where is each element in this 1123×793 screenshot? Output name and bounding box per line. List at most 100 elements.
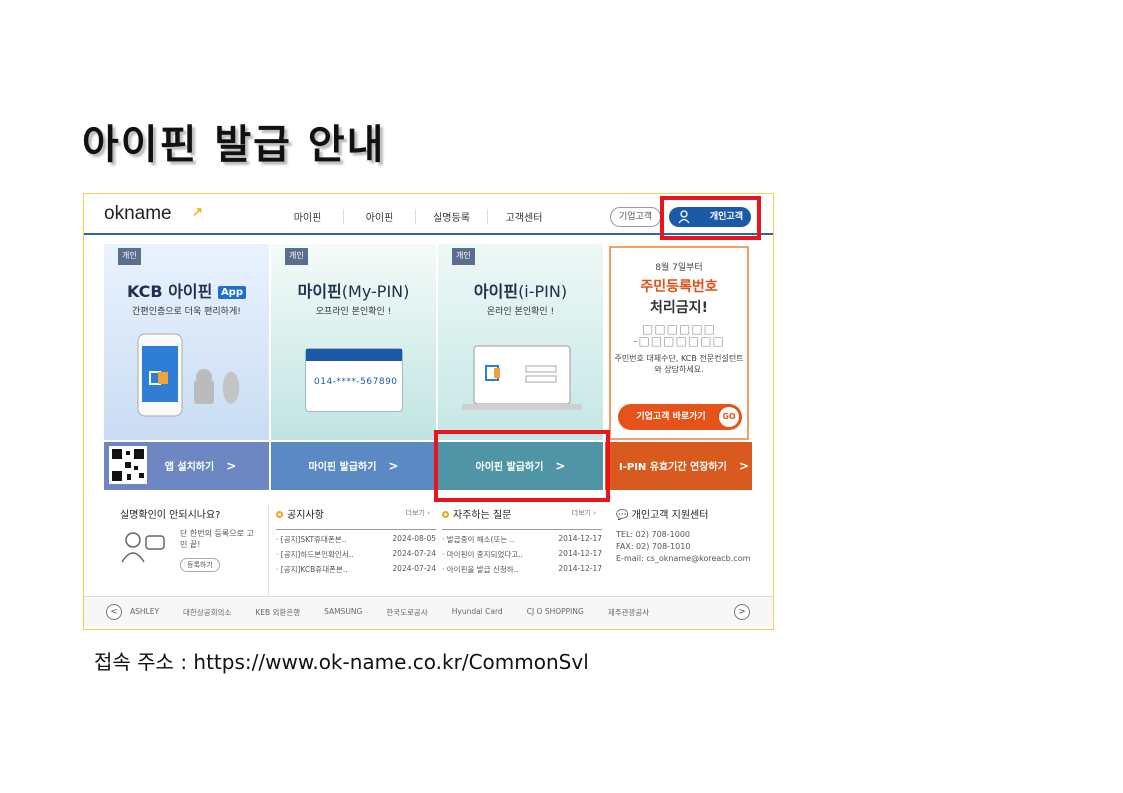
- panel-title-paren: (My-PIN): [341, 282, 410, 301]
- personal-button-label: 개인고객: [709, 212, 743, 222]
- list-item-text: · [공지]KCB휴대폰본..: [276, 565, 348, 574]
- ipin-extend-bar[interactable]: I-PIN 유효기간 연장하기>: [605, 442, 752, 490]
- list-item[interactable]: · 아이핀을 발급 신청하.. 2014-12-17: [442, 564, 602, 575]
- chevron-right-icon: >: [555, 459, 566, 473]
- next-arrow-button[interactable]: >: [734, 604, 750, 620]
- kcb-ipin-app-panel[interactable]: 개인 KCB 아이핀 App 간편인증으로 더욱 편리하게!: [104, 244, 269, 440]
- list-item-date: 2014-12-17: [558, 534, 602, 543]
- list-item[interactable]: · [공지]SKT휴대폰본.. 2024-08-05: [276, 534, 436, 545]
- more-link-text: 더보기: [405, 509, 425, 517]
- realname-check-section: 실명확인이 안되시나요? 단 한번의 등록으로 고민 끝! 등록하기: [104, 506, 269, 596]
- app-install-label: 앱 설치하기: [164, 462, 215, 473]
- list-item-date: 2014-12-17: [558, 564, 602, 573]
- app-install-bar[interactable]: 앱 설치하기 >: [104, 442, 269, 490]
- panel-title-text: 마이핀: [297, 282, 342, 301]
- list-item-text: · 마이핀이 중지되었다고..: [442, 550, 523, 559]
- support-title-text: 개인고객 지원센터: [631, 510, 709, 521]
- app-tag: App: [217, 286, 246, 299]
- faq-more-link[interactable]: 더보기 ›: [571, 509, 596, 517]
- panel-subtitle: 온라인 본인확인 !: [486, 307, 555, 317]
- notice-title: 공지사항: [276, 506, 436, 521]
- chevron-right-icon: >: [226, 459, 237, 473]
- highlight-box-personal: [660, 196, 761, 240]
- business-shortcut-button[interactable]: 기업고객 바로가기 GO: [618, 404, 742, 430]
- chat-bubble-icon: 💬: [616, 510, 629, 521]
- notice-title-text: 공지사항: [287, 510, 324, 521]
- panel-title: 아이핀(i-PIN): [438, 278, 603, 302]
- list-item-text: · [공지]SKT휴대폰본..: [276, 535, 347, 544]
- support-tel: TEL: 02) 708-1000: [616, 530, 690, 539]
- partner-logo[interactable]: 대한상공회의소: [183, 608, 232, 617]
- nav-item-ipin[interactable]: 아이핀: [344, 209, 416, 224]
- partner-list: ASHLEY 대한상공회의소 KEB 외환은행 SAMSUNG 한국도로공사 H…: [130, 607, 673, 618]
- ipin-issue-label: 아이핀 발급하기: [475, 462, 544, 473]
- partner-logo[interactable]: 제주관광공사: [607, 608, 650, 617]
- support-title: 💬 개인고객 지원센터: [616, 506, 756, 521]
- list-item-text: · 아이핀을 발급 신청하..: [442, 565, 519, 574]
- chevron-right-icon: >: [388, 459, 399, 473]
- business-customer-button[interactable]: 기업고객: [610, 207, 661, 227]
- website-screenshot: okname ↗ 마이핀 아이핀 실명등록 고객센터 기업고객 개인고객 개인 K…: [83, 193, 774, 630]
- mypin-card: 014-****-567890: [305, 348, 403, 412]
- promo-description: 주민번호 대체수단, KCB 전문컨설턴트와 상담하세요.: [614, 354, 744, 374]
- list-item[interactable]: · [공지]하드본인확인서..2024-07-24: [276, 549, 436, 560]
- panel-title: KCB 아이핀 App: [104, 278, 269, 302]
- nav-item-realname[interactable]: 실명등록: [416, 209, 488, 224]
- faq-title: 자주하는 질문: [442, 506, 602, 521]
- notice-more-link[interactable]: 더보기 ›: [405, 509, 430, 517]
- smartphone-illustration-icon: [137, 333, 240, 417]
- highlight-box-ipin: [434, 430, 610, 502]
- list-item[interactable]: · 발급중이 해소(또는 ..2014-12-17: [442, 534, 602, 545]
- more-link-text: 더보기: [571, 509, 591, 517]
- panel-title-text: 아이핀: [473, 282, 519, 301]
- nav-item-support[interactable]: 고객센터: [505, 213, 543, 224]
- person-icon: [678, 210, 690, 224]
- list-item[interactable]: · [공지]KCB휴대폰본..2024-07-24: [276, 564, 436, 575]
- realname-title: 실명확인이 안되시나요?: [120, 510, 221, 521]
- list-item-date: 2024-08-05: [392, 534, 436, 543]
- panel-title-paren: (i-PIN): [518, 282, 568, 301]
- notice-list: · [공지]SKT휴대폰본.. 2024-08-05 · [공지]하드본인확인서.…: [276, 529, 436, 575]
- logo-arrow-icon: ↗: [192, 204, 203, 219]
- panel-title: 마이핀(My-PIN): [271, 278, 436, 302]
- ipin-issue-bar[interactable]: 아이핀 발급하기 >: [438, 442, 603, 490]
- promo-headline-2: 처리금지!: [650, 300, 708, 316]
- page-title: 아이핀 발급 안내: [82, 122, 386, 168]
- partner-logo[interactable]: SAMSUNG: [324, 607, 363, 616]
- access-address: 접속 주소 : https://www.ok-name.co.kr/Common…: [94, 650, 589, 674]
- list-item[interactable]: · 마이핀이 중지되었다고.. 2014-12-17: [442, 549, 602, 560]
- notice-section: 공지사항 더보기 › · [공지]SKT휴대폰본.. 2024-08-05 · […: [276, 506, 436, 596]
- card-number: 014-****-567890: [314, 377, 398, 387]
- promo-date: 8월 7일부터: [655, 263, 703, 273]
- partner-logo[interactable]: CJ O SHOPPING: [526, 607, 584, 616]
- panel-subtitle: 오프라인 본인확인 !: [315, 307, 392, 317]
- card-stripe: [306, 349, 402, 361]
- chevron-right-icon: >: [738, 459, 749, 473]
- laptop-illustration-icon: [462, 345, 582, 410]
- panel-title-text: KCB 아이핀: [127, 282, 213, 301]
- faq-section: 자주하는 질문 더보기 › · 발급중이 해소(또는 ..2014-12-17 …: [442, 506, 602, 596]
- personal-customer-button[interactable]: 개인고객: [669, 207, 751, 227]
- partner-logo[interactable]: Hyundai Card: [451, 607, 503, 616]
- main-nav: 마이핀 아이핀 실명등록 고객센터: [272, 209, 560, 224]
- partner-strip: < ASHLEY 대한상공회의소 KEB 외환은행 SAMSUNG 한국도로공사…: [84, 596, 773, 626]
- partner-logo[interactable]: 한국도로공사: [386, 608, 428, 617]
- mypin-panel[interactable]: 개인 마이핀(My-PIN) 오프라인 본인확인 ! 014-****-5678…: [271, 244, 436, 440]
- panel-subtitle: 간편인증으로 더욱 편리하게!: [132, 307, 241, 317]
- partner-logo[interactable]: ASHLEY: [130, 607, 160, 616]
- nav-item-mypin[interactable]: 마이핀: [272, 209, 344, 224]
- mypin-issue-bar[interactable]: 마이핀 발급하기>: [271, 442, 436, 490]
- panel-badge: 개인: [118, 248, 141, 265]
- bullet-circle-icon: [442, 511, 449, 518]
- partner-logo[interactable]: KEB 외환은행: [255, 608, 301, 617]
- okname-logo[interactable]: okname ↗: [104, 203, 203, 225]
- faq-title-text: 자주하는 질문: [453, 510, 512, 521]
- prev-arrow-button[interactable]: <: [106, 604, 122, 620]
- register-button[interactable]: 등록하기: [180, 558, 220, 572]
- list-item-date: 2014-12-17: [558, 549, 602, 558]
- ipin-panel[interactable]: 개인 아이핀(i-PIN) 온라인 본인확인 !: [438, 244, 603, 440]
- go-icon: GO: [719, 407, 739, 427]
- panel-badge: 개인: [452, 248, 475, 265]
- support-email[interactable]: E-mail: cs_okname@koreacb.com: [616, 554, 751, 563]
- logo-text: okname: [104, 203, 172, 224]
